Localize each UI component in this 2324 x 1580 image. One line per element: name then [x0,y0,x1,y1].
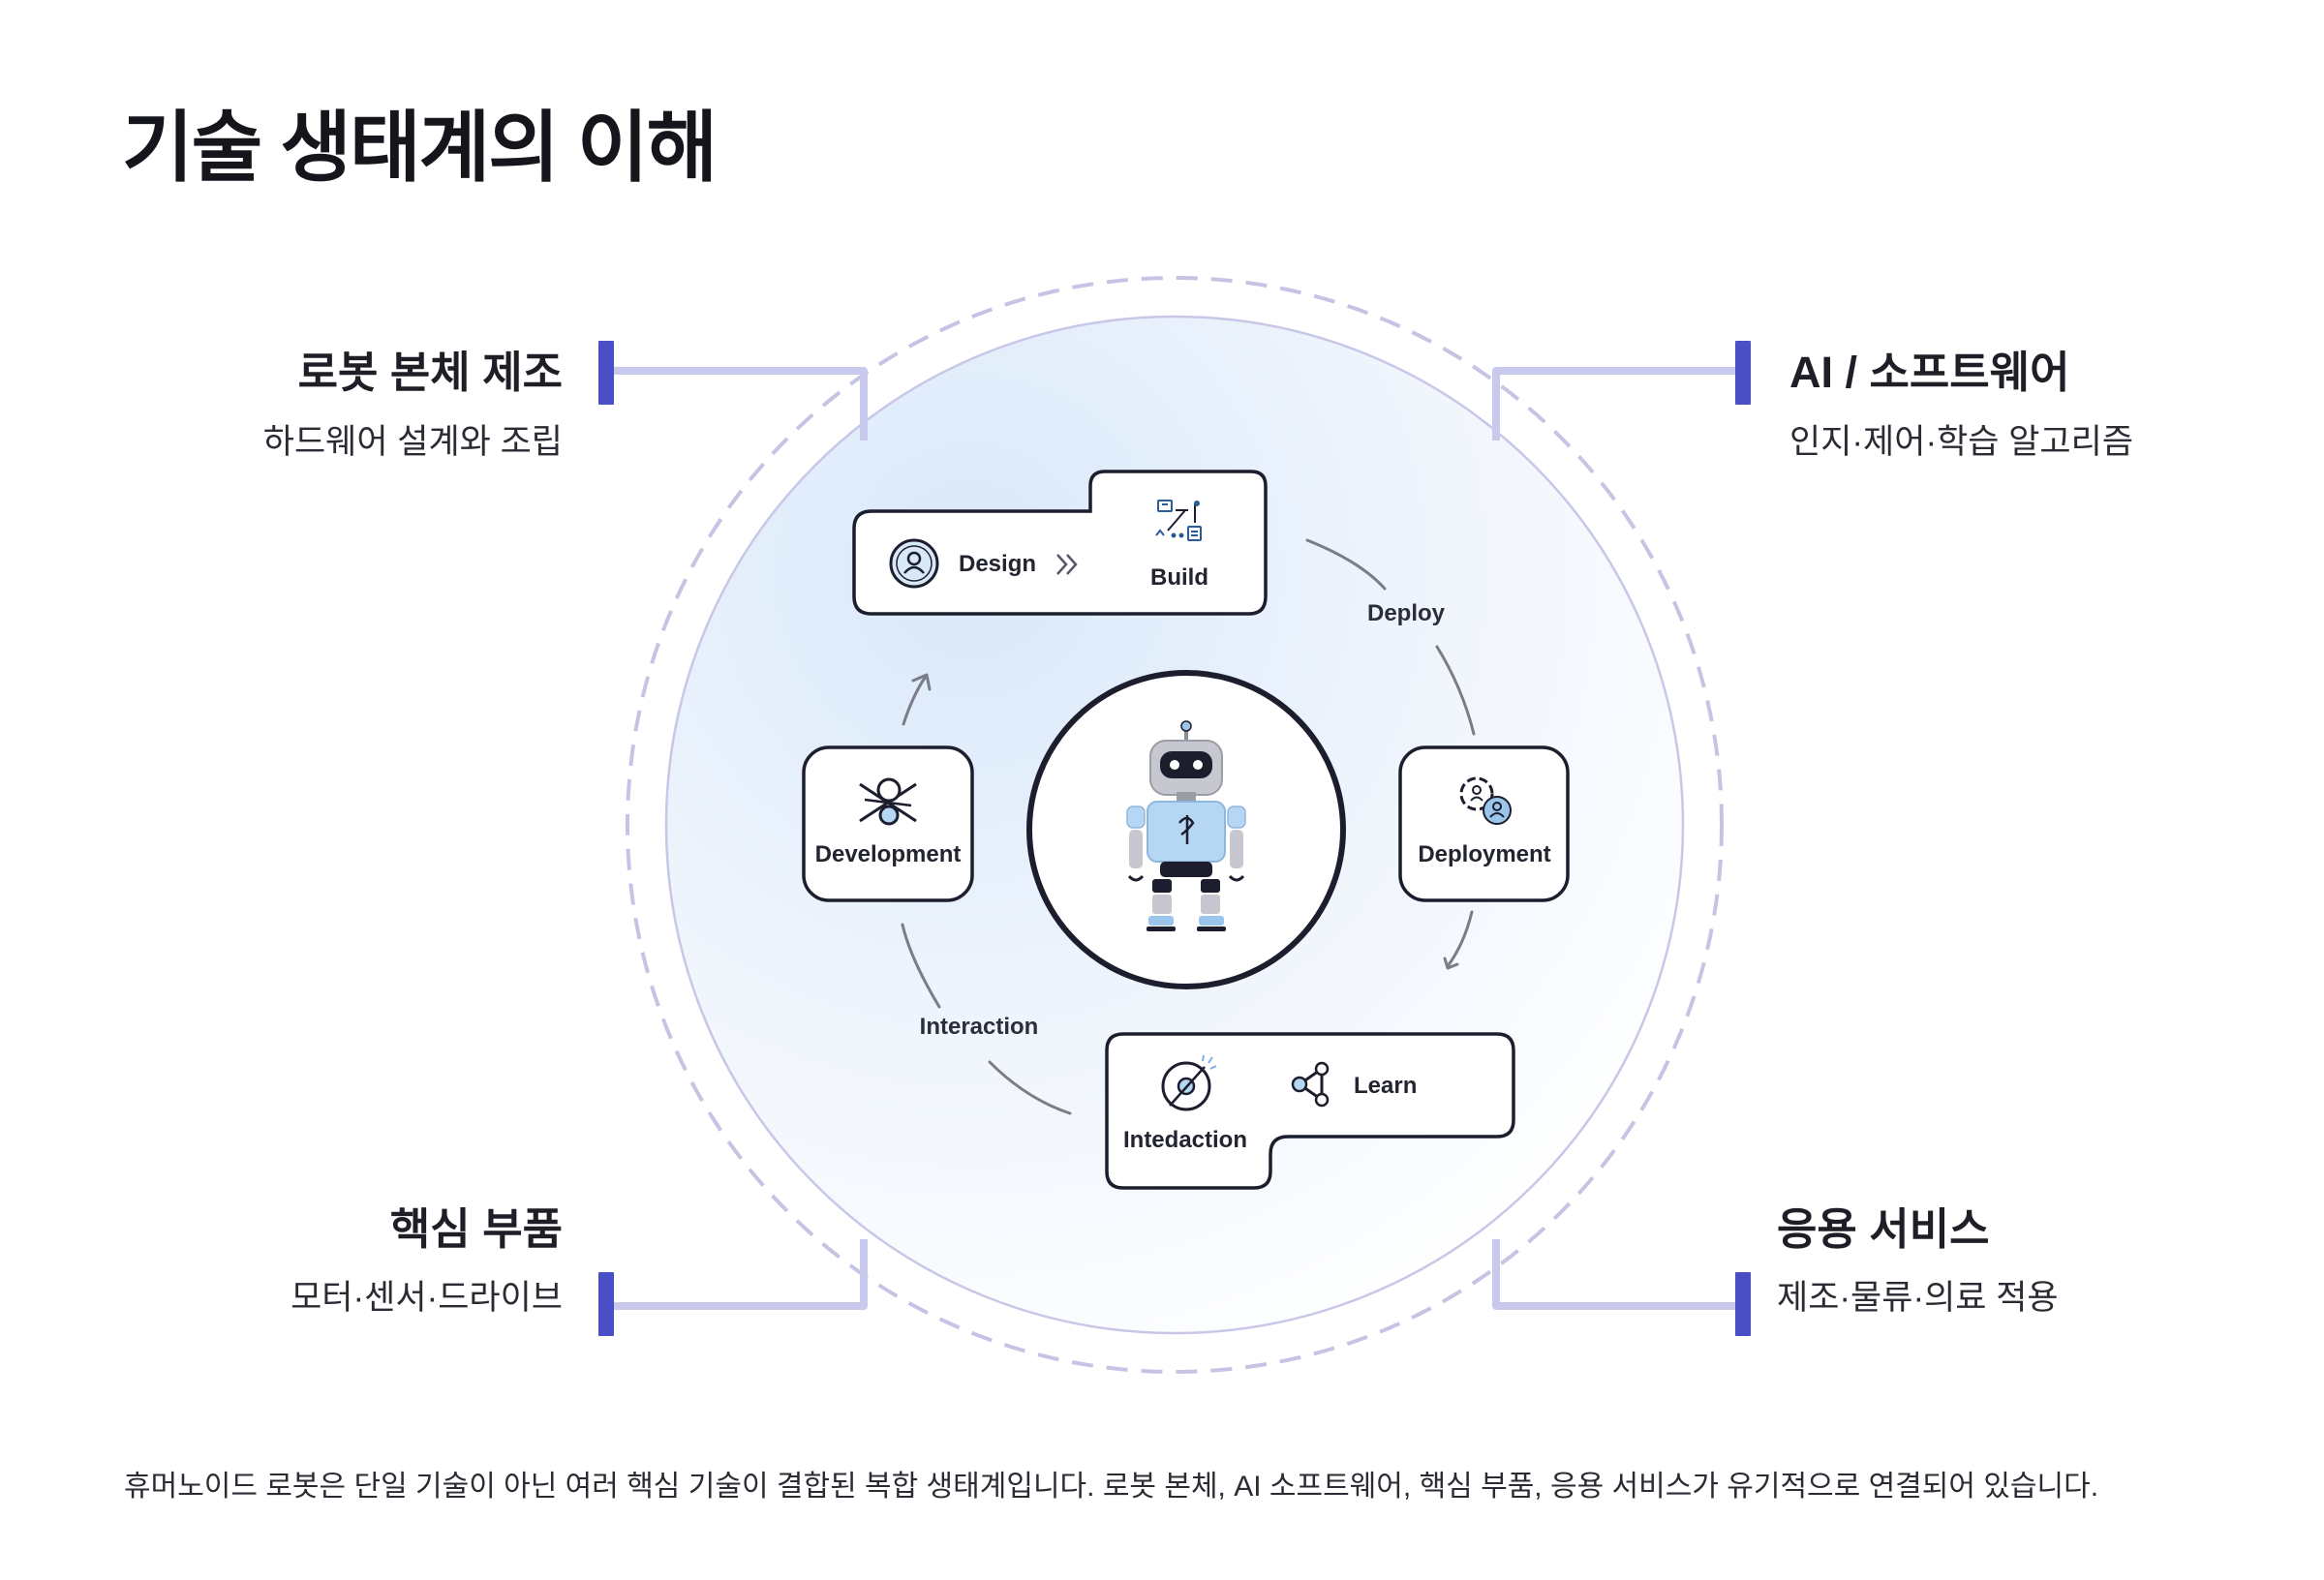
robot-icon [1126,720,1246,931]
interaction-node-label: Intedaction [1123,1127,1247,1153]
build-label: Build [1150,564,1208,591]
learn-label: Learn [1354,1073,1417,1099]
cycle-arcs [901,538,1476,1115]
pillar-title-services: 응용 서비스 [1777,1204,1990,1254]
design-label: Design [959,551,1036,577]
double-chevron-icon [1056,554,1078,575]
deployment-label: Deployment [1418,841,1550,867]
interaction-edge-label: Interaction [920,1014,1039,1040]
compass-icon [1161,1054,1217,1111]
blueprint-icon [1155,500,1202,541]
pillar-title-software: AI / 소프트웨어 [1789,348,2070,397]
development-node: Development [802,745,974,902]
design-build-node: Design Build [852,470,1268,616]
pillar-subtitle-services: 제조·물류·의료 적용 [1777,1279,2059,1317]
footer-description: 휴머노이드 로봇은 단일 기술이 아닌 여러 핵심 기술이 결합된 복합 생태계… [124,1471,2099,1503]
learn-interaction-node: Learn Intedaction [1105,1032,1515,1190]
pillar-subtitle-software: 인지·제어·학습 알고리즘 [1789,423,2133,461]
outer-dashed-ring [626,276,1724,1374]
deploy-edge-label: Deploy [1367,600,1446,626]
pillar-title-components: 핵심 부품 [390,1204,563,1254]
person-circle-icon [889,538,939,589]
gear-user-icon [1459,776,1512,825]
pillar-subtitle-hardware: 하드웨어 설계와 조립 [263,423,563,461]
deployment-node: Deployment [1398,745,1570,902]
page-title: 기술 생태계의 이해 [122,105,718,191]
development-label: Development [815,841,962,867]
connector-accent-bars [598,341,1751,1336]
share-nodes-icon [1291,1061,1330,1108]
connector-lines [606,367,1743,1310]
pillar-subtitle-components: 모터·센서·드라이브 [290,1279,563,1317]
nodes-cross-icon [859,777,917,826]
pillar-title-hardware: 로봇 본체 제조 [298,348,563,397]
arrow-icon [911,673,1459,970]
